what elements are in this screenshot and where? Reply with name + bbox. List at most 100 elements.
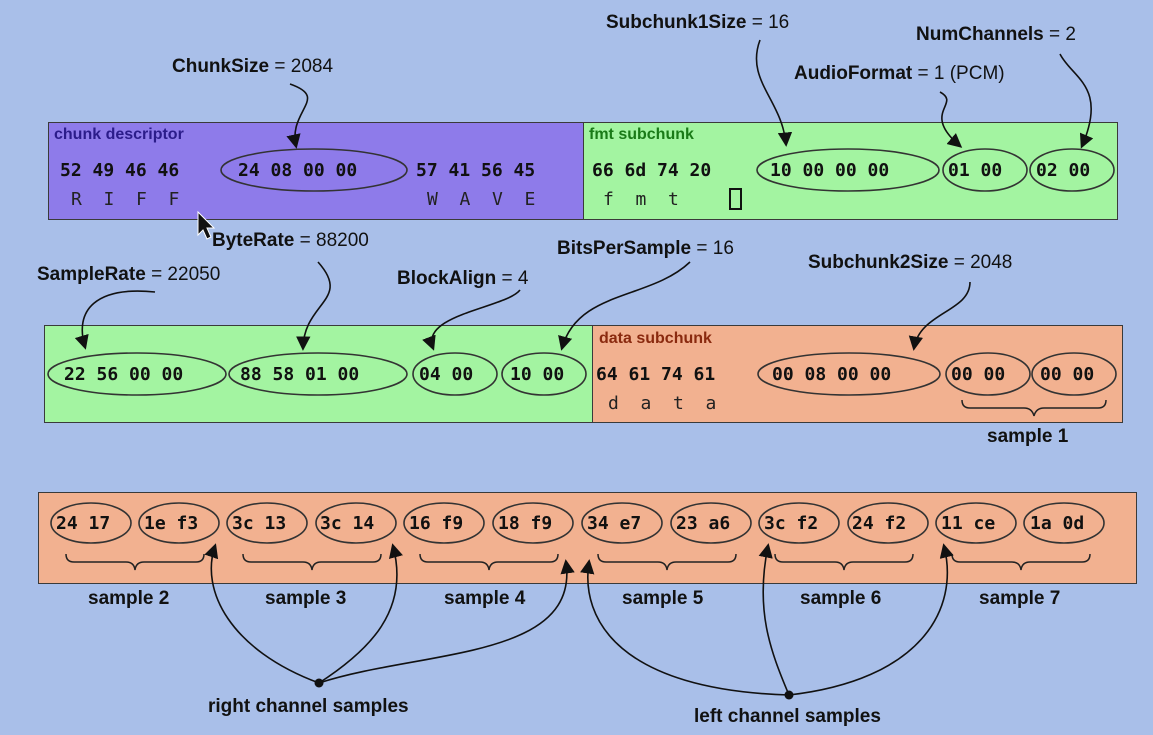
chunk-size-bytes: 24 08 00 00	[238, 160, 358, 181]
pair-ellipse	[847, 502, 929, 544]
byte-rate-bytes: 88 58 01 00	[240, 364, 360, 385]
right-channel-label: right channel samples	[208, 696, 409, 717]
chunk-size-label: ChunkSize = 2084	[172, 56, 333, 78]
sample-rate-name: SampleRate	[37, 264, 146, 285]
pair-ellipse	[315, 502, 397, 544]
pair-ellipse	[581, 502, 663, 544]
audio-format-label: AudioFormat = 1 (PCM)	[794, 63, 1005, 85]
data-subchunk-box	[592, 325, 1123, 423]
left-channel-arrow-2	[758, 543, 790, 696]
wave-format-bytes: 57 41 56 45	[416, 160, 536, 181]
sample-7-brace	[951, 553, 1091, 571]
sample-1-brace	[961, 399, 1107, 417]
right-channel-dot	[314, 678, 324, 688]
riff-id-bytes: 52 49 46 46	[60, 160, 180, 181]
pair-ellipse	[1023, 502, 1105, 544]
sample-byte-pair: 11 ce	[941, 513, 996, 534]
bits-per-sample-name: BitsPerSample	[557, 238, 692, 259]
fmt-subchunk-box	[583, 122, 1118, 220]
wave-ascii: W A V E	[427, 189, 536, 210]
sample1-left-bytes: 00 00	[951, 364, 1006, 385]
sample1-right-ellipse	[1031, 352, 1117, 396]
bits-per-sample-ellipse	[501, 352, 587, 396]
num-channels-bytes: 02 00	[1036, 160, 1091, 181]
bits-per-sample-bytes: 10 00	[510, 364, 565, 385]
block-align-bytes: 04 00	[419, 364, 474, 385]
chunk-size-value: = 2084	[274, 56, 334, 77]
sample-2-brace	[65, 553, 205, 571]
num-channels-ellipse	[1029, 148, 1115, 192]
chunk-descriptor-title: chunk descriptor	[54, 126, 184, 143]
mouse-cursor-icon	[197, 210, 216, 240]
subchunk1-size-name: Subchunk1Size	[606, 12, 747, 33]
sample-5-brace	[597, 553, 737, 571]
sample-4-label: sample 4	[444, 588, 526, 609]
subchunk2-size-bytes: 00 08 00 00	[772, 364, 892, 385]
sample-rate-value: = 22050	[151, 264, 221, 285]
left-channel-arrow-3	[788, 543, 954, 696]
subchunk2-size-ellipse	[757, 352, 941, 396]
sample-byte-pair: 1e f3	[144, 513, 199, 534]
sample-4-brace	[419, 553, 559, 571]
sample-byte-pair: 3c 13	[232, 513, 287, 534]
sample-7-label: sample 7	[979, 588, 1061, 609]
subchunk1-size-bytes: 10 00 00 00	[770, 160, 890, 181]
chunk-size-ellipse	[220, 148, 408, 192]
block-align-label: BlockAlign = 4	[397, 268, 528, 290]
byte-rate-name: ByteRate	[212, 230, 295, 251]
sample-3-label: sample 3	[265, 588, 347, 609]
num-channels-name: NumChannels	[916, 24, 1044, 45]
sample-byte-pair: 3c f2	[764, 513, 819, 534]
block-align-arrow	[422, 289, 521, 351]
fmt-subchunk-title: fmt subchunk	[589, 126, 694, 143]
block-align-value: = 4	[501, 268, 529, 289]
subchunk2-size-label: Subchunk2Size = 2048	[808, 252, 1012, 274]
pair-ellipse	[935, 502, 1017, 544]
riff-ascii: R I F F	[71, 189, 180, 210]
sample-6-brace	[774, 553, 914, 571]
subchunk1-size-value: = 16	[751, 12, 790, 33]
chunk-size-name: ChunkSize	[172, 56, 270, 77]
subchunk2-size-value: = 2048	[953, 252, 1013, 273]
sample-byte-pair: 24 17	[56, 513, 111, 534]
sample-3-brace	[242, 553, 382, 571]
num-channels-value: = 2	[1049, 24, 1076, 45]
audio-format-arrow	[939, 91, 963, 148]
data-ascii: d a t a	[608, 393, 717, 414]
sample-byte-pair: 24 f2	[852, 513, 907, 534]
block-align-name: BlockAlign	[397, 268, 497, 289]
subchunk1-size-label: Subchunk1Size = 16	[606, 12, 789, 34]
bits-per-sample-value: = 16	[696, 238, 734, 259]
audio-format-ellipse	[942, 148, 1028, 192]
bits-per-sample-label: BitsPerSample = 16	[557, 238, 734, 260]
bits-per-sample-arrow	[558, 261, 691, 351]
sample-2-label: sample 2	[88, 588, 170, 609]
sample-5-label: sample 5	[622, 588, 704, 609]
subchunk1-size-ellipse	[756, 148, 940, 192]
byte-rate-ellipse	[228, 352, 408, 396]
pair-ellipse	[492, 502, 574, 544]
pair-ellipse	[670, 502, 752, 544]
space-char-box	[729, 188, 742, 210]
sample-byte-pair: 16 f9	[409, 513, 464, 534]
data-id-bytes: 64 61 74 61	[596, 364, 716, 385]
right-channel-arrow-1	[204, 543, 320, 684]
right-channel-arrow-2	[318, 543, 403, 684]
sample-rate-ellipse	[47, 352, 227, 396]
sample-byte-pair: 34 e7	[587, 513, 642, 534]
fmt-ascii: f m t	[603, 189, 679, 210]
sample-rate-arrow	[74, 290, 156, 350]
subchunk2-size-name: Subchunk2Size	[808, 252, 949, 273]
pair-ellipse	[138, 502, 220, 544]
fmt-id-bytes: 66 6d 74 20	[592, 160, 712, 181]
pair-ellipse	[50, 502, 132, 544]
sample-rate-bytes: 22 56 00 00	[64, 364, 184, 385]
byte-rate-label: ByteRate = 88200	[212, 230, 369, 252]
chunk-descriptor-box	[48, 122, 585, 220]
left-channel-label: left channel samples	[694, 706, 881, 727]
sample-byte-pair: 23 a6	[676, 513, 731, 534]
audio-format-value: = 1 (PCM)	[917, 63, 1005, 84]
sample-6-label: sample 6	[800, 588, 882, 609]
